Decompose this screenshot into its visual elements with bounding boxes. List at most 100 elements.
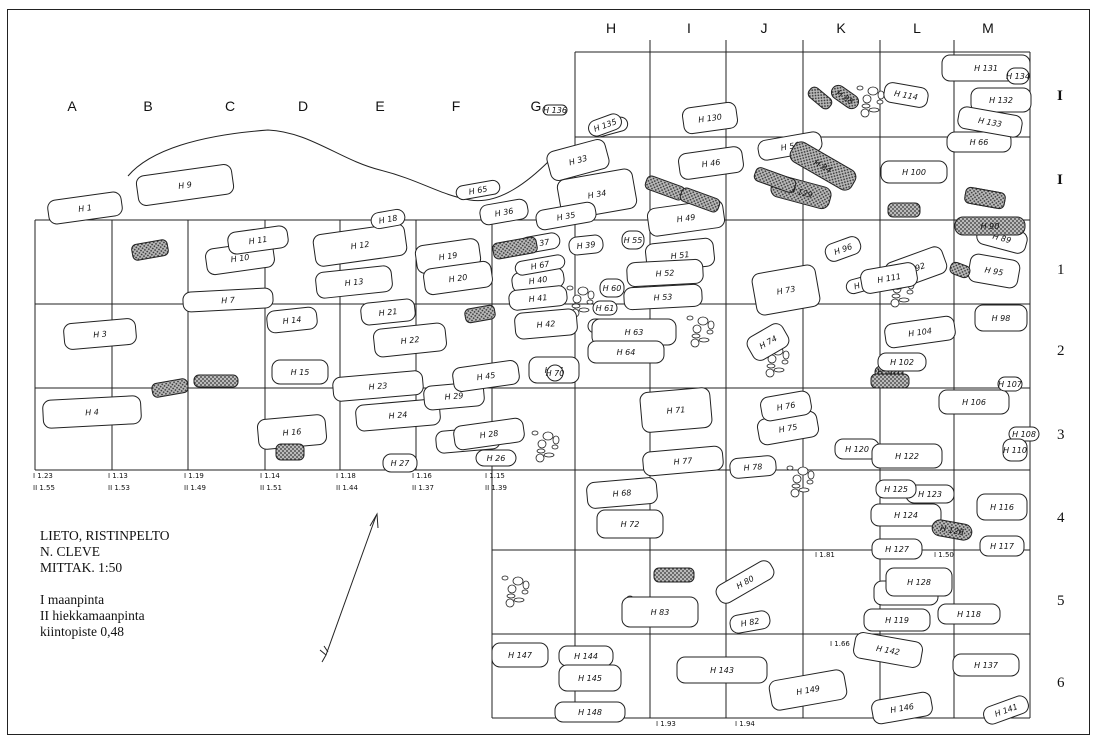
svg-text:H 83: H 83 bbox=[651, 608, 670, 617]
stone-8-7 bbox=[860, 108, 870, 118]
stipple-fill-12 bbox=[949, 261, 971, 279]
grave-h1: H 1 bbox=[47, 191, 123, 225]
grave-h36: H 36 bbox=[479, 198, 529, 226]
svg-text:H 101: H 101 bbox=[877, 368, 901, 377]
grave-h82: H 82 bbox=[729, 610, 771, 634]
svg-text:H 117: H 117 bbox=[990, 542, 1015, 551]
grave-h64: H 64 bbox=[587, 340, 665, 364]
svg-text:H 148: H 148 bbox=[578, 708, 602, 717]
grave-h119: H 119 bbox=[863, 608, 931, 632]
svg-text:H 39: H 39 bbox=[576, 240, 596, 251]
elevation-label: II 1.44 bbox=[336, 484, 358, 492]
row-label-7: 5 bbox=[1057, 593, 1065, 609]
stipple-fill-13 bbox=[870, 373, 910, 389]
grave-h14: H 14 bbox=[266, 306, 318, 334]
elevation-label: I 1.19 bbox=[184, 472, 204, 480]
grave-h46: H 46 bbox=[678, 146, 744, 180]
column-label-l: L bbox=[913, 20, 921, 36]
stone-6-5 bbox=[512, 576, 524, 586]
legend-item-benchmark: kiintopiste 0,48 bbox=[40, 624, 124, 639]
stone-0-1 bbox=[572, 294, 582, 304]
legend-item-surface: I maanpinta bbox=[40, 592, 105, 607]
svg-text:H 10: H 10 bbox=[230, 253, 250, 265]
stipple-fill-9 bbox=[807, 86, 833, 110]
grave-h83: H 83 bbox=[621, 596, 699, 628]
svg-text:H 63: H 63 bbox=[625, 328, 644, 337]
stone-7-7 bbox=[890, 298, 900, 308]
grave-h73: H 73 bbox=[751, 264, 821, 316]
site-name: LIETO, RISTINPELTO bbox=[40, 528, 170, 543]
elevation-label: II 1.53 bbox=[108, 484, 130, 492]
svg-text:H 46: H 46 bbox=[701, 158, 721, 170]
grave-h45: H 45 bbox=[452, 360, 520, 392]
stone-0-6 bbox=[586, 299, 594, 305]
grave-h60: H 60 bbox=[599, 278, 625, 298]
stone-6-0 bbox=[501, 575, 509, 581]
svg-text:H 110: H 110 bbox=[1003, 446, 1027, 455]
grave-h78: H 78 bbox=[729, 455, 777, 479]
svg-text:H 53: H 53 bbox=[653, 293, 672, 303]
grave-h134: H 134 bbox=[1006, 67, 1030, 85]
column-label-c: C bbox=[224, 98, 236, 114]
grave-h65: H 65 bbox=[455, 179, 501, 201]
stone-0-0 bbox=[566, 285, 574, 291]
elevation-label: I 1.18 bbox=[336, 472, 356, 480]
grave-h3: H 3 bbox=[63, 318, 137, 350]
stone-3-3 bbox=[807, 470, 815, 480]
stone-8-0 bbox=[856, 85, 864, 91]
svg-text:H 128: H 128 bbox=[907, 578, 931, 587]
stone-3-5 bbox=[797, 466, 809, 476]
grave-h132: H 132 bbox=[970, 87, 1032, 113]
grave-h71: H 71 bbox=[639, 387, 713, 433]
stipple-fill-0 bbox=[131, 239, 169, 261]
stone-7-6 bbox=[906, 289, 914, 295]
stone-4-3 bbox=[552, 435, 560, 445]
svg-text:H 119: H 119 bbox=[885, 616, 909, 625]
elevation-label: II 1.51 bbox=[260, 484, 282, 492]
svg-text:H 67: H 67 bbox=[530, 259, 551, 271]
grave-h20: H 20 bbox=[423, 260, 493, 296]
svg-text:H 126: H 126 bbox=[939, 524, 964, 537]
grave-h18: H 18 bbox=[370, 208, 406, 230]
grave-h15: H 15 bbox=[271, 359, 329, 385]
grave-h104: H 104 bbox=[884, 315, 956, 349]
column-label-d: D bbox=[297, 98, 309, 114]
svg-text:H 7: H 7 bbox=[221, 296, 236, 306]
grave-h21: H 21 bbox=[360, 298, 416, 326]
stipple-fill-2 bbox=[193, 374, 239, 388]
stipple-fill-5 bbox=[492, 236, 538, 260]
elevation-label: I 1.13 bbox=[108, 472, 128, 480]
stone-4-5 bbox=[542, 431, 554, 441]
grave-h9: H 9 bbox=[135, 164, 235, 206]
svg-text:H 64: H 64 bbox=[617, 348, 636, 357]
grave-h126: H 126 bbox=[931, 519, 973, 541]
grave-h84: H 84 bbox=[789, 141, 857, 191]
column-label-g: G bbox=[530, 98, 542, 114]
grave-h127: H 127 bbox=[871, 538, 923, 560]
grave-h66: H 66 bbox=[946, 131, 1012, 153]
elevation-label: I 1.15 bbox=[485, 472, 505, 480]
grave-h70: H 70 bbox=[546, 364, 564, 382]
stone-4-0 bbox=[531, 430, 539, 436]
grave-h55: H 55 bbox=[621, 230, 645, 250]
stone-1-3 bbox=[707, 320, 715, 330]
svg-text:H 143: H 143 bbox=[710, 666, 734, 675]
grave-h24: H 24 bbox=[355, 398, 441, 432]
scale-label: MITTAK. 1:50 bbox=[40, 560, 123, 575]
grave-h107: H 107 bbox=[997, 376, 1023, 392]
svg-text:H 131: H 131 bbox=[974, 64, 998, 73]
stone-3-0 bbox=[786, 465, 794, 471]
svg-text:H 15: H 15 bbox=[291, 368, 310, 377]
grave-h128: H 128 bbox=[885, 567, 953, 597]
stipple-fill-11 bbox=[964, 186, 1006, 210]
grave-h110: H 110 bbox=[1002, 438, 1028, 462]
grave-h100: H 100 bbox=[880, 160, 948, 184]
grave-h98: H 98 bbox=[974, 304, 1028, 332]
grave-h13: H 13 bbox=[315, 265, 393, 299]
grave-h143: H 143 bbox=[676, 656, 768, 684]
stone-6-6 bbox=[521, 589, 529, 595]
svg-text:H 137: H 137 bbox=[974, 661, 999, 670]
grave-h33: H 33 bbox=[546, 139, 610, 181]
